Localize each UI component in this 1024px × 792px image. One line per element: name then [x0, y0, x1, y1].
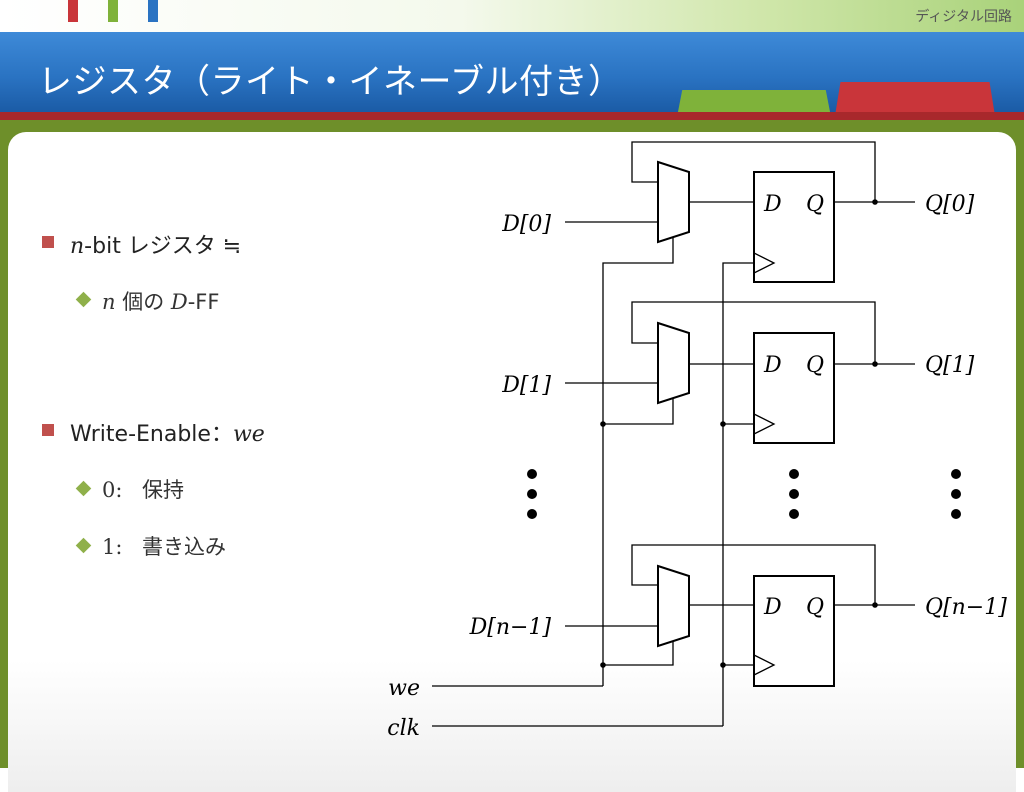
- we-label: we: [388, 676, 420, 701]
- ff-d-label: D: [763, 192, 782, 217]
- header-tick-green: [108, 0, 118, 22]
- ff-q-label: Q: [806, 192, 824, 217]
- var-we: we: [232, 422, 265, 447]
- dff-0: [753, 171, 835, 283]
- page-title: レジスタ（ライト・イネーブル付き）: [38, 62, 623, 102]
- header-tick-blue: [148, 0, 158, 22]
- ff-d-label: D: [763, 353, 782, 378]
- input-label-d1: D[1]: [501, 373, 551, 398]
- var-n: n: [102, 290, 116, 314]
- sub-num: 0:: [102, 478, 123, 502]
- clk-label: clk: [387, 716, 420, 741]
- content-panel: [8, 132, 1016, 792]
- clock-symbol: [753, 413, 776, 435]
- ff-d-label: D: [763, 595, 782, 620]
- var-n: n: [70, 234, 85, 259]
- register-circuit-diagram: D Q D Q D Q D[0] D[1] D[n−1] Q[0] Q[1] Q…: [387, 141, 1007, 741]
- mux-0: [657, 160, 690, 244]
- sub-text: 書き込み: [142, 535, 226, 559]
- var-d: D: [170, 290, 188, 314]
- sub-bullet-write: 1: 書き込み: [102, 531, 226, 561]
- ff-q-label: Q: [806, 353, 824, 378]
- bullet-marker: [42, 424, 54, 436]
- bullet-nbit-register: n-bit レジスタ ≒: [70, 228, 241, 260]
- input-label-d0: D[0]: [501, 212, 551, 237]
- sub-text: 保持: [142, 478, 184, 502]
- bullet-text: Write-Enable：: [70, 422, 233, 447]
- output-label-qn-1: Q[n−1]: [925, 595, 1007, 620]
- junctions: [600, 199, 878, 668]
- dff-1: [753, 332, 835, 444]
- ellipsis-dots: [527, 469, 961, 519]
- sub-text: -FF: [187, 290, 220, 314]
- clock-symbol: [753, 654, 776, 676]
- header-tick-red: [68, 0, 78, 22]
- mux-n-1: [657, 564, 690, 648]
- bullet-text: -bit レジスタ ≒: [84, 234, 242, 259]
- sub-num: 1:: [102, 535, 123, 559]
- sub-bullet-hold: 0: 保持: [102, 474, 184, 504]
- title-underline: [0, 112, 1024, 120]
- clock-symbol: [753, 252, 776, 274]
- sub-bullet-n-dff: n 個の D-FF: [102, 286, 219, 316]
- bullet-marker: [42, 236, 54, 248]
- ff-q-label: Q: [806, 595, 824, 620]
- output-label-q0: Q[0]: [925, 192, 975, 217]
- mux-1: [657, 321, 690, 405]
- top-bar: ディジタル回路: [0, 0, 1024, 32]
- input-label-dn-1: D[n−1]: [469, 615, 552, 640]
- course-name: ディジタル回路: [915, 9, 1012, 25]
- bullet-write-enable: Write-Enable：we: [70, 416, 265, 448]
- sub-text: 個の: [115, 290, 171, 314]
- output-label-q1: Q[1]: [925, 353, 975, 378]
